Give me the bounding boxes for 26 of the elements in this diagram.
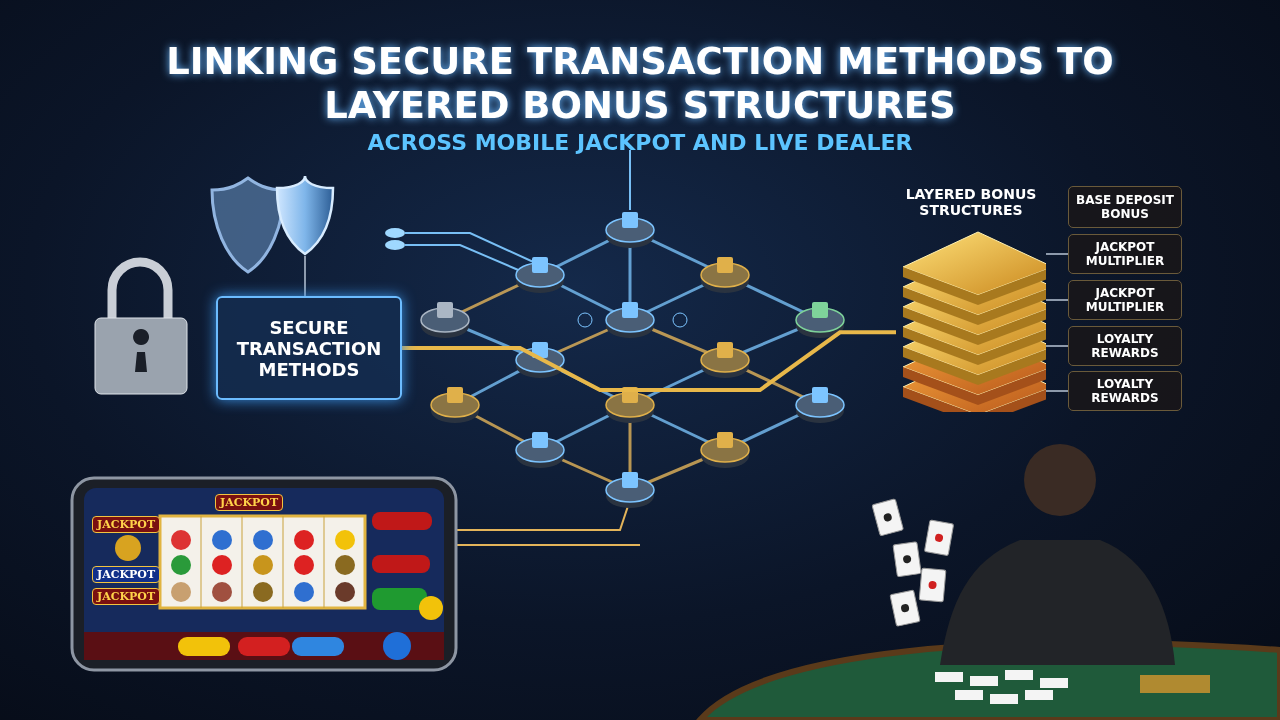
- leader-line: [304, 255, 306, 297]
- shield-icon: [274, 174, 336, 256]
- bonus-label: LOYALTY REWARDS: [1090, 332, 1160, 360]
- bonus-tag-box: [1068, 234, 1182, 274]
- box-heading: SECURE TRANSACTION METHODS: [235, 316, 383, 380]
- bonus-tag-box: [1068, 186, 1182, 228]
- bonus-label: BASE DEPOSIT BONUS: [1075, 193, 1175, 221]
- bonus-label: LOYALTY REWARDS: [1090, 377, 1160, 405]
- subtitle: ACROSS MOBILE JACKPOT AND LIVE DEALER: [366, 130, 914, 155]
- bonus-tag-box: [1068, 280, 1182, 320]
- connector-line: [402, 330, 896, 392]
- jackpot-banner: JACKPOT: [92, 516, 161, 533]
- leader-line: [1045, 299, 1069, 301]
- leader-line: [1045, 253, 1069, 255]
- jackpot-banner: JACKPOT: [92, 588, 161, 605]
- leader-line: [1045, 345, 1069, 347]
- jackpot-banner: JACKPOT: [92, 566, 161, 583]
- process-box: [216, 296, 402, 400]
- bonus-tag-box: [1068, 326, 1182, 366]
- jackpot-banner: JACKPOT: [215, 494, 284, 511]
- bonus-label: JACKPOT MULTIPLIER: [1084, 286, 1166, 314]
- bonus-label: JACKPOT MULTIPLIER: [1084, 240, 1166, 268]
- leader-line: [1045, 390, 1069, 392]
- title: LINKING SECURE TRANSACTION METHODS TO LAYERED BONUS STRUCTURES: [165, 40, 1115, 128]
- bonus-tag-box: [1068, 371, 1182, 411]
- stack-heading: LAYERED BONUS STRUCTURES: [904, 186, 1038, 218]
